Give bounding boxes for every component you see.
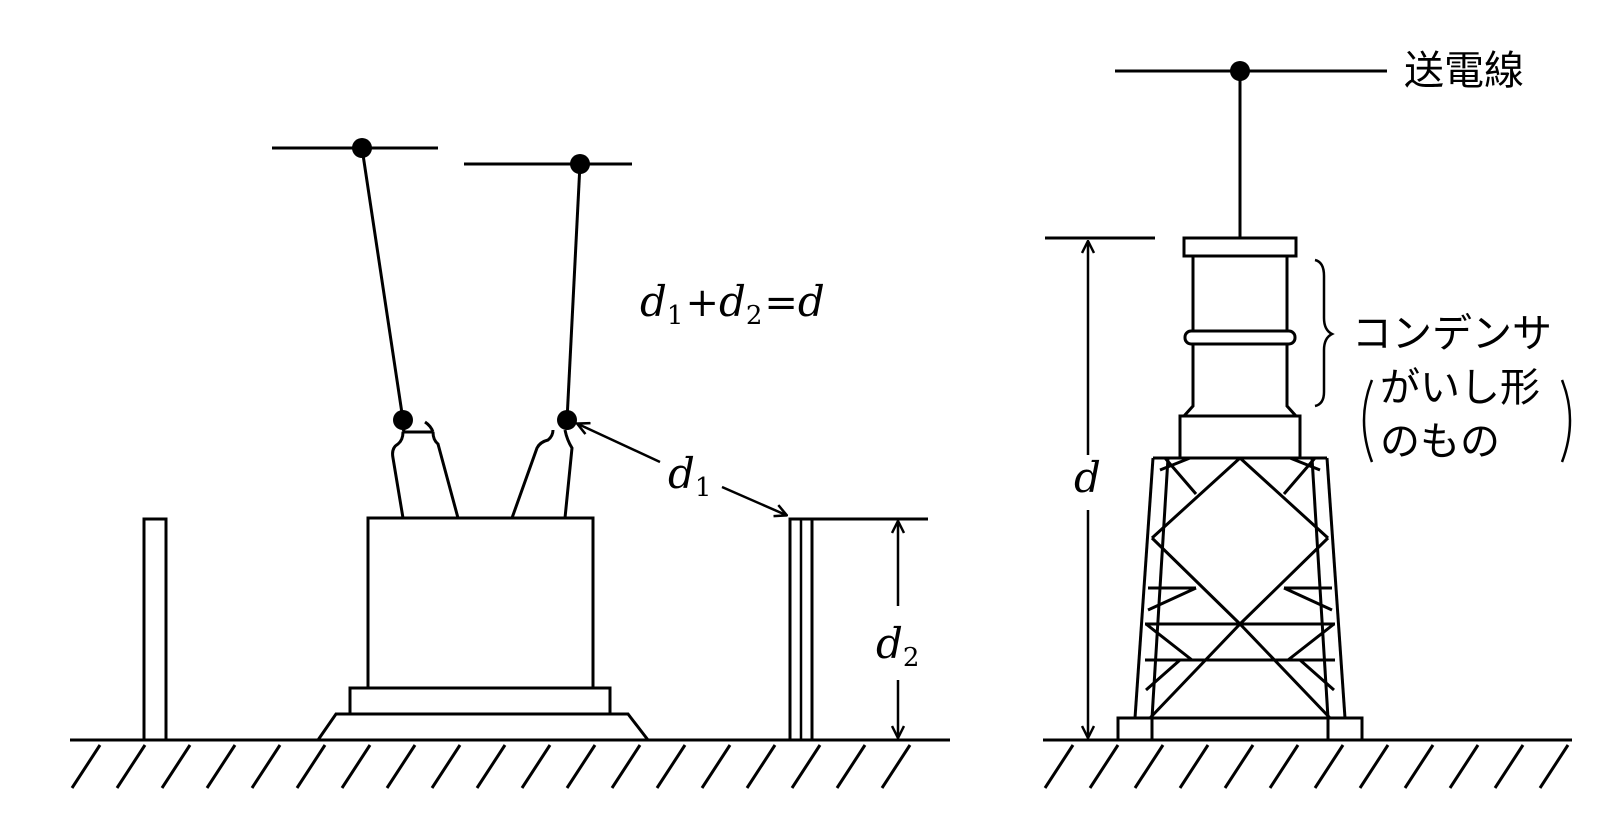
ground-hatching-right [1043, 744, 1570, 789]
capacitor-cap [1182, 236, 1298, 258]
bushing-left [391, 431, 460, 519]
bus-node-left [352, 138, 372, 158]
capacitor-ring [1183, 329, 1297, 346]
lead-wire-right [565, 163, 582, 421]
note-paren-left [1362, 379, 1374, 463]
capacitor-brace [1314, 258, 1335, 408]
lattice-stand [1133, 456, 1347, 720]
capacitor-upper-body [1191, 254, 1289, 333]
d1-arrow-to-fence [721, 485, 786, 515]
d2-label: d2 [876, 619, 919, 673]
capacitor-label-line-1: コンデンサ [1352, 311, 1552, 357]
lead-wire-left [360, 147, 405, 421]
ground-hatching-left [70, 744, 912, 789]
d-label: d [1074, 453, 1101, 502]
fence-post-left [142, 517, 168, 742]
capacitor-label-line-2: がいし形 [1380, 365, 1540, 411]
bus-node-right [570, 154, 590, 174]
right-figure: 送電線 d コンデンサ がいし形 のもの [1043, 48, 1572, 789]
capacitor-lower-body [1180, 342, 1300, 418]
stand-foot-right [1326, 716, 1364, 742]
capacitor-base [1178, 414, 1302, 460]
d1-label: d1 [668, 449, 711, 503]
left-figure: d1+d2=d d1 d2 [70, 138, 950, 789]
transformer-tank [366, 516, 595, 690]
d1-arrow-to-terminal [578, 424, 661, 464]
bushing-right [510, 429, 574, 519]
stand-foot-left [1116, 716, 1154, 742]
capacitor-label-line-3: のもの [1380, 419, 1500, 465]
transmission-line-label: 送電線 [1404, 48, 1524, 94]
formula-label: d1+d2=d [640, 277, 825, 331]
transformer-plinth [348, 686, 612, 716]
transformer-base [315, 712, 652, 742]
note-paren-right [1560, 379, 1572, 463]
